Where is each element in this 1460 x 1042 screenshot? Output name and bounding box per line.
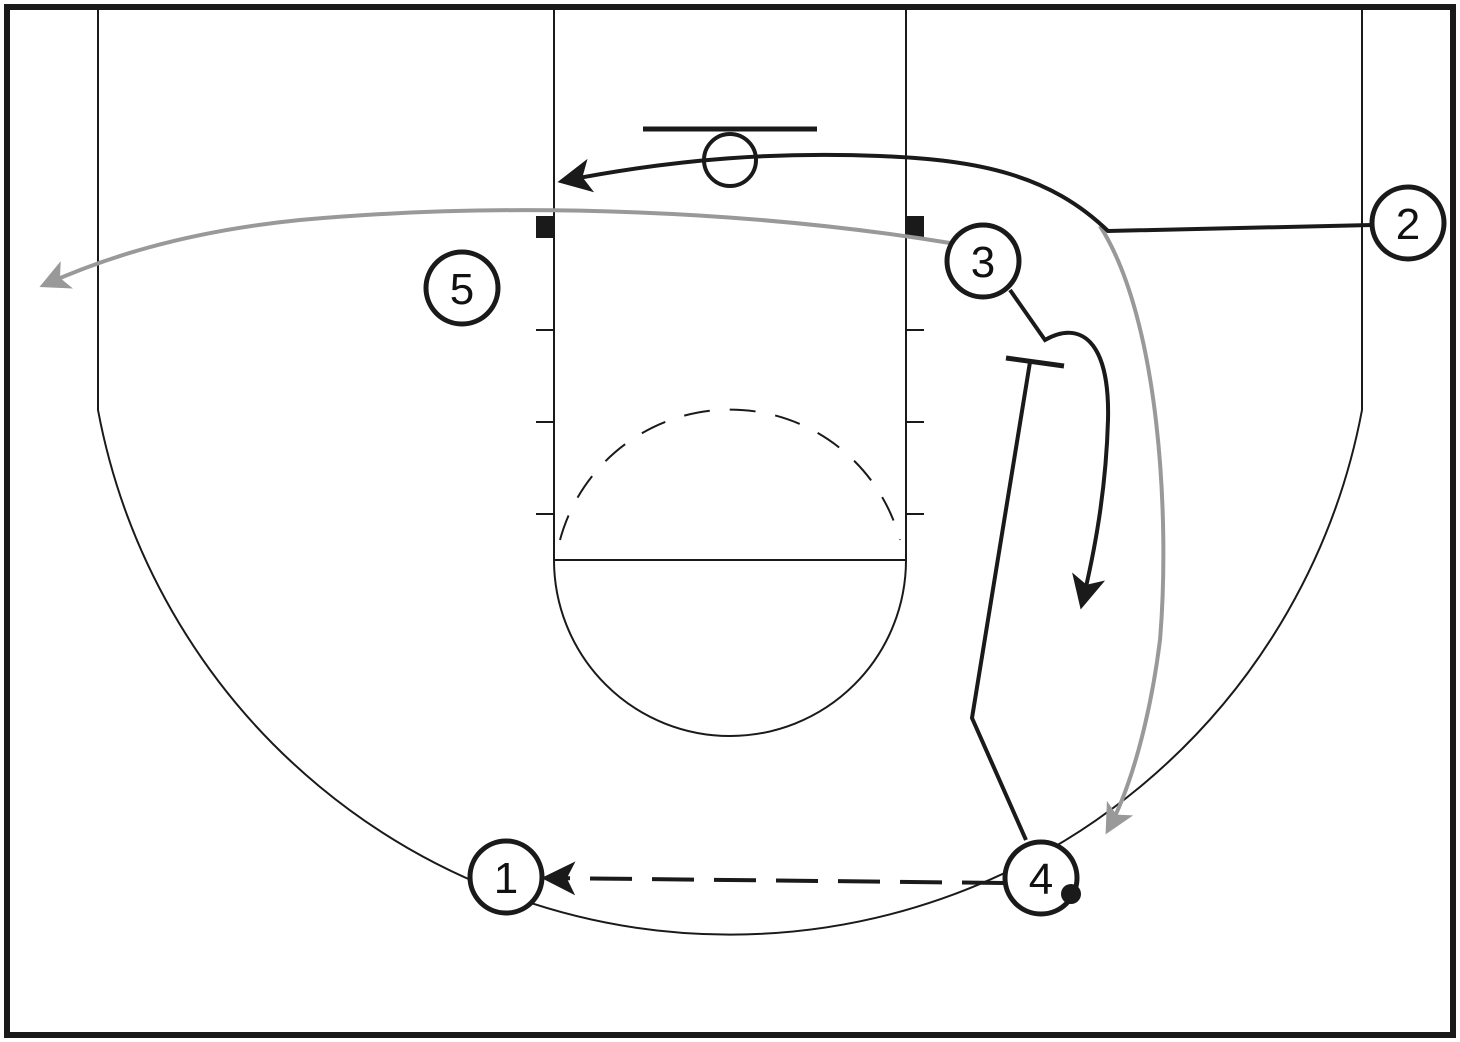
screen-bar <box>1005 355 1065 369</box>
screen-path-player-4 <box>969 361 1032 841</box>
court-border <box>4 4 1456 1038</box>
cut-path-player-2 <box>557 152 1373 234</box>
player-2-label: 2 <box>1396 200 1420 249</box>
players: 1 2 3 4 5 <box>423 184 1447 917</box>
action-paths <box>541 152 1373 896</box>
player-1-marker: 1 <box>467 838 545 916</box>
ball-icon <box>1061 884 1081 904</box>
player-2-marker: 2 <box>1369 184 1447 262</box>
three-point-line <box>97 9 1363 936</box>
player-3-marker: 3 <box>944 222 1022 300</box>
block-right <box>906 216 924 238</box>
secondary-cut-path <box>39 208 951 289</box>
pass-path-4-to-1 <box>541 861 1005 896</box>
cut-path-player-3 <box>1008 288 1111 610</box>
player-4-label: 4 <box>1029 855 1053 904</box>
court-lines <box>4 4 1456 1038</box>
block-left <box>536 216 554 238</box>
player-3-label: 3 <box>971 238 995 287</box>
lane-hash-marks <box>536 329 924 515</box>
secondary-paths <box>39 208 1166 835</box>
player-1-label: 1 <box>494 854 518 903</box>
free-throw-circle-lower <box>553 559 907 737</box>
secondary-cut-path <box>1098 224 1166 835</box>
player-5-label: 5 <box>450 265 474 314</box>
free-throw-circle-upper <box>559 408 901 541</box>
player-5-marker: 5 <box>423 249 501 327</box>
player-4-marker: 4 <box>1002 839 1081 917</box>
lane <box>553 9 907 561</box>
